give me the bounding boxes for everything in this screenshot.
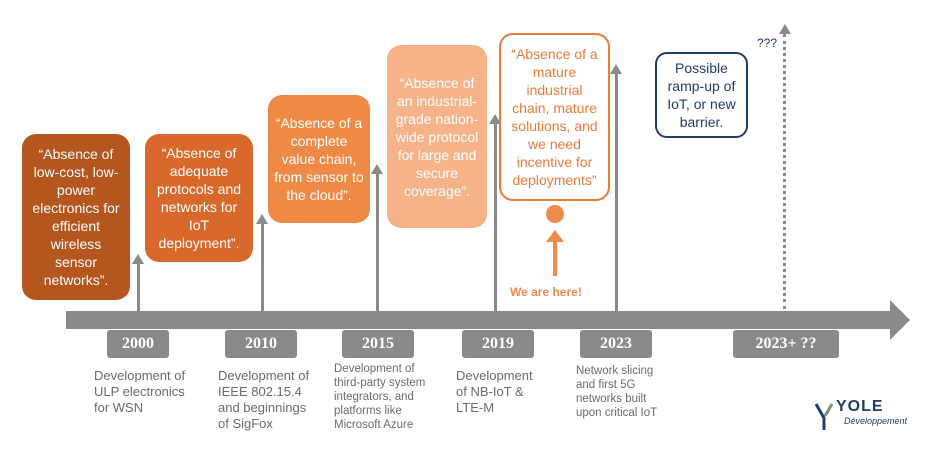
logo-sub: Développement	[844, 416, 908, 426]
yole-mark-icon	[814, 403, 834, 430]
arrow-head-2010	[256, 214, 268, 224]
year-label-future: 2023+ ??	[733, 330, 839, 358]
question-marks: ???	[757, 36, 778, 50]
arrow-line-2015	[376, 172, 379, 312]
year-label-2010: 2010	[225, 330, 297, 358]
we-are-here-label: We are here!	[510, 285, 582, 299]
arrow-head-2000	[132, 254, 144, 264]
barrier-box-2023: “Absence of a mature industrial chain, m…	[499, 33, 610, 201]
year-label-2000: 2000	[107, 330, 169, 358]
desc-2000: Development of ULP electronics for WSN	[94, 368, 186, 415]
arrow-line-2010	[261, 222, 264, 312]
current-position-dot	[546, 205, 564, 223]
arrow-head-2019	[489, 114, 501, 124]
barrier-box-2010: “Absence of adequate protocols and netwo…	[145, 134, 253, 262]
desc-2023: Network slicing and first 5G networks bu…	[576, 365, 658, 419]
barrier-box-2015: “Absence of a complete value chain, from…	[268, 95, 370, 223]
yole-logo: YOLE Développement	[814, 398, 912, 438]
arrow-line-2023	[615, 72, 618, 312]
we-are-here-arrow-head	[546, 230, 564, 242]
logo-name: YOLE	[836, 398, 884, 415]
timeline-arrow-head	[890, 300, 910, 340]
future-arrow-head	[779, 24, 791, 34]
future-dotted-line	[783, 34, 786, 309]
desc-2019: Development of NB-IoT & LTE-M	[456, 368, 533, 415]
future-box: Possible ramp-up of IoT, or new barrier.	[655, 52, 748, 138]
arrow-head-2015	[371, 164, 383, 174]
arrow-line-2000	[137, 262, 140, 312]
year-label-2015: 2015	[342, 330, 414, 358]
desc-2015: Development of third-party system integr…	[334, 363, 426, 431]
year-label-2023: 2023	[580, 330, 652, 358]
timeline-bar	[66, 311, 892, 329]
barrier-box-2019: “Absence of an industrial-grade nation-w…	[387, 45, 487, 228]
desc-2010: Development of IEEE 802.15.4 and beginni…	[218, 368, 310, 431]
year-label-2019: 2019	[462, 330, 534, 358]
barrier-box-2000: “Absence of low-cost, low-power electron…	[22, 134, 130, 300]
we-are-here-arrow-line	[553, 240, 557, 276]
arrow-head-2023	[610, 64, 622, 74]
arrow-line-2019	[494, 122, 497, 312]
